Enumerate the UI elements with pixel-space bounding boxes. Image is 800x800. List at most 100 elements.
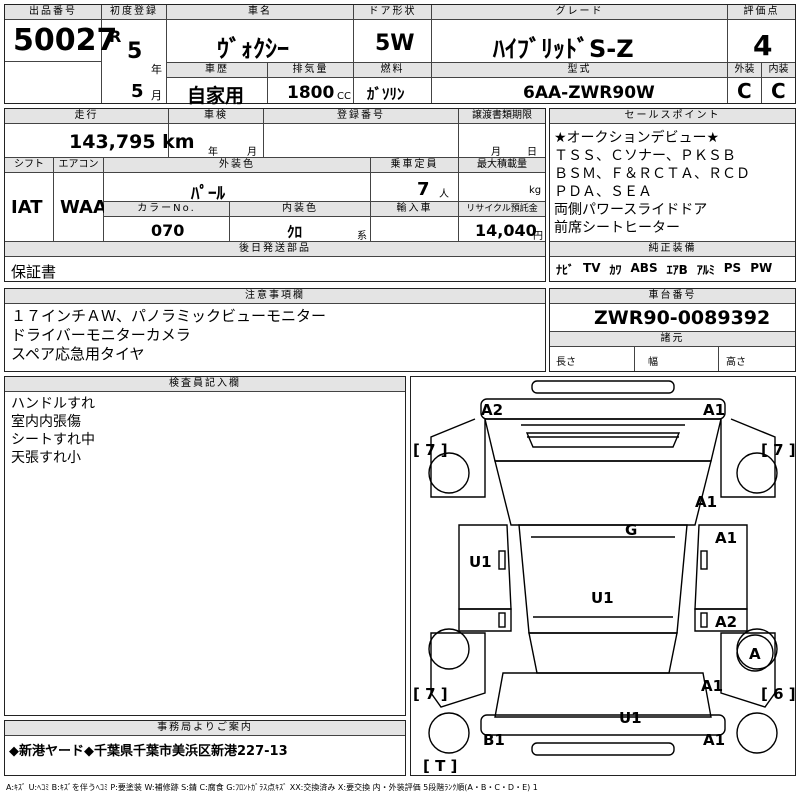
mark-a1-right-front: A1	[695, 493, 717, 511]
mark-a2-right-rear: A2	[715, 613, 737, 631]
office-label: 事務局よりご案内	[5, 721, 405, 736]
header-box: 出品番号 初度登録 車名 ドア形状 グレード 評価点 50027 R 5 年 5…	[4, 4, 796, 107]
inspector-box: 検査員記入欄 ハンドルすれ 室内内張傷 シートすれ中 天張すれ小	[4, 376, 406, 716]
history-label: 車歴	[167, 63, 267, 78]
inspector-line: ハンドルすれ	[11, 396, 95, 412]
grade: ﾊｲﾌﾞﾘｯﾄﾞS-Z	[493, 35, 634, 63]
mark-u1-left: U1	[469, 553, 492, 571]
equipment-item: ABS	[630, 261, 658, 275]
car-diagram: A2 A1 [ 7 ] [ 7 ] A1 G U1 A1 U1 A2 A [ 7…	[413, 380, 795, 775]
mark-a-circled: A	[749, 645, 761, 663]
tire-rear-right: [ 6 ]	[761, 685, 795, 703]
score: 4	[753, 29, 773, 62]
height-label: 高さ	[726, 357, 746, 368]
transfer-month-unit: 月	[491, 147, 501, 158]
tire-front-left: [ 7 ]	[413, 441, 448, 459]
int-color-suffix: 系	[357, 231, 367, 242]
notes-line: ドライバーモニターカメラ	[11, 326, 191, 344]
grade-label: グレード	[432, 5, 727, 20]
equipment-list: ﾅﾋﾞ TV ｶﾜ ABS ｴｱB ｱﾙﾐ PS PW	[556, 261, 772, 278]
lot-number: 50027	[13, 23, 118, 58]
score-label: 評価点	[728, 5, 795, 20]
equipment-label: 純正装備	[550, 242, 795, 257]
inspector-line: 天張すれ小	[11, 450, 81, 466]
history: 自家用	[187, 85, 245, 107]
recycle-fee: 14,040	[475, 221, 537, 240]
width-label: 幅	[648, 357, 658, 368]
sales-point-line: ★オークションデビュー★	[554, 130, 720, 146]
mileage-label: 走行	[5, 109, 168, 124]
inspector-line: 室内内張傷	[11, 414, 81, 430]
month-unit: 月	[151, 89, 162, 102]
notes-box: 注意事項欄 １７インチＡＷ、パノラミックビューモニター ドライバーモニターカメラ…	[4, 288, 546, 372]
era-mark: R	[109, 27, 122, 46]
displacement: 1800	[287, 83, 335, 103]
mark-u1-roof: U1	[591, 589, 614, 607]
fuel-label: 燃料	[354, 63, 431, 78]
shift: IAT	[11, 197, 43, 218]
ac: WAA	[60, 197, 107, 218]
color-label: 外装色	[104, 158, 370, 173]
sales-point-line: ＰＤＡ、ＳＥＡ	[554, 184, 652, 200]
equipment-item: ﾅﾋﾞ	[556, 263, 575, 277]
transfer-day-unit: 日	[527, 147, 537, 158]
inspector-line: シートすれ中	[11, 432, 95, 448]
int-grade: C	[771, 79, 786, 103]
mark-g-windshield: G	[625, 521, 637, 539]
insp-year-unit: 年	[208, 147, 218, 158]
sales-point-lines: ★オークションデビュー★ ＴＳＳ、Ｃソナー、ＰＫＳＢ ＢＳＭ、Ｆ＆ＲＣＴＡ、ＲＣ…	[554, 129, 750, 237]
lot-no-label: 出品番号	[5, 5, 101, 20]
reg-year: 5	[127, 39, 143, 64]
recycle-unit: 円	[533, 231, 543, 242]
reg-month: 5	[131, 81, 144, 102]
inspection-label: 車検	[169, 109, 263, 124]
interior-color: ｸﾛ	[287, 223, 303, 241]
chassis-number: ZWR90-0089392	[594, 307, 771, 329]
later-parts-label: 後日発送部品	[5, 242, 545, 257]
displacement-unit: CC	[337, 91, 351, 102]
displacement-label: 排気量	[268, 63, 353, 78]
transfer-label: 譲渡書類期限	[459, 109, 545, 124]
load-label: 最大積載量	[459, 158, 545, 173]
door-label: ドア形状	[354, 5, 431, 20]
office-text: ◆新港ヤード◆千葉県千葉市美浜区新港227-13	[9, 744, 288, 759]
spare-tire: [ T ]	[423, 757, 457, 775]
capacity: 7	[417, 179, 430, 200]
equipment-item: TV	[583, 261, 601, 275]
mileage: 143,795 km	[69, 131, 195, 153]
length-label: 長さ	[556, 357, 576, 368]
car-name-label: 車名	[167, 5, 353, 20]
car-name: ｳﾞｫｸｼｰ	[217, 35, 289, 63]
mark-a1-right-lower: A1	[701, 677, 723, 695]
chassis-box: 車台番号 ZWR90-0089392 諸元 長さ 幅 高さ	[549, 288, 796, 372]
year-unit: 年	[151, 63, 162, 76]
recycle-label: リサイクル預託金	[459, 202, 545, 217]
mark-u1-rear: U1	[619, 709, 642, 727]
sales-point-box: セールスポイント ★オークションデビュー★ ＴＳＳ、Ｃソナー、ＰＫＳＢ ＢＳＭ、…	[549, 108, 796, 282]
sales-point-line: 前席シートヒーター	[554, 220, 680, 236]
insp-month-unit: 月	[247, 147, 257, 158]
capacity-label: 乗車定員	[371, 158, 458, 173]
details-box: 走行 車検 登録番号 譲渡書類期限 143,795 km 年 月 月 日 シフト…	[4, 108, 546, 282]
door-type: 5W	[375, 31, 415, 56]
car-diagram-box: A2 A1 [ 7 ] [ 7 ] A1 G U1 A1 U1 A2 A [ 7…	[410, 376, 796, 776]
mark-a1-front-right: A1	[703, 401, 725, 419]
import-label: 輸入車	[371, 202, 458, 217]
ext-grade: C	[737, 79, 752, 103]
notes-line: スペア応急用タイヤ	[11, 345, 145, 363]
sales-point-line: 両側パワースライドドア	[554, 202, 708, 218]
dims-label: 諸元	[550, 332, 795, 347]
equipment-item: ｴｱB	[666, 263, 688, 277]
first-reg-label: 初度登録	[102, 5, 166, 20]
tire-rear-left: [ 7 ]	[413, 685, 448, 703]
equipment-item: PW	[750, 261, 773, 275]
notes-line: １７インチＡＷ、パノラミックビューモニター	[11, 307, 327, 325]
ext-label: 外装	[728, 63, 761, 78]
capacity-unit: 人	[439, 189, 449, 200]
notes-label: 注意事項欄	[5, 289, 545, 304]
mark-a1-rear-right: A1	[703, 731, 725, 749]
equipment-item: ｱﾙﾐ	[696, 263, 715, 277]
office-box: 事務局よりご案内 ◆新港ヤード◆千葉県千葉市美浜区新港227-13	[4, 720, 406, 776]
sales-point-line: ＴＳＳ、Ｃソナー、ＰＫＳＢ	[554, 148, 736, 164]
reg-no-label: 登録番号	[264, 109, 458, 124]
